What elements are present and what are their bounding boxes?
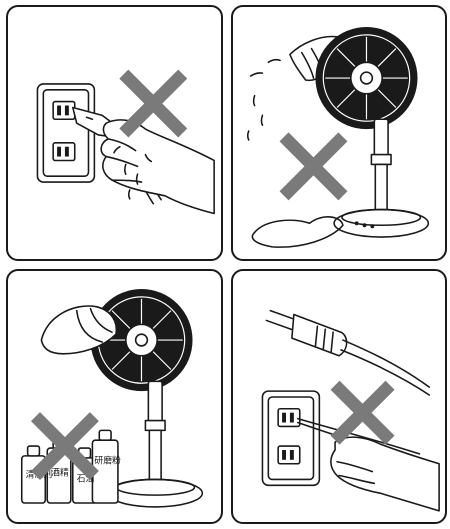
warning-panel-cleaning-chemicals: 清潔剤 酒精 石油 研磨粉 — [6, 269, 223, 524]
water-drop-icon — [248, 60, 280, 140]
cleaning-chemicals-illustration: 清潔剤 酒精 石油 研磨粉 — [8, 271, 221, 522]
warning-panel-wet-hands — [6, 5, 223, 261]
water-splash-illustration — [233, 7, 445, 259]
prohibited-x-icon — [124, 74, 183, 133]
power-plug-icon — [266, 311, 429, 395]
prohibited-x-icon — [335, 385, 390, 440]
can-label-abrasive: 研磨粉 — [94, 455, 121, 467]
wet-hands-illustration — [8, 7, 221, 259]
hand-icon — [101, 120, 214, 214]
warning-panel-water-splash — [231, 5, 447, 261]
prohibited-x-icon — [284, 137, 343, 196]
hand-icon — [331, 437, 439, 511]
pull-cord-illustration — [233, 271, 445, 522]
can-label-alcohol: 酒精 — [51, 467, 69, 479]
wall-outlet-icon — [262, 391, 319, 485]
wall-outlet-icon — [37, 84, 94, 182]
water-puddle — [252, 217, 343, 247]
electric-fan-icon — [315, 27, 428, 237]
warning-panel-pull-cord — [231, 269, 447, 524]
